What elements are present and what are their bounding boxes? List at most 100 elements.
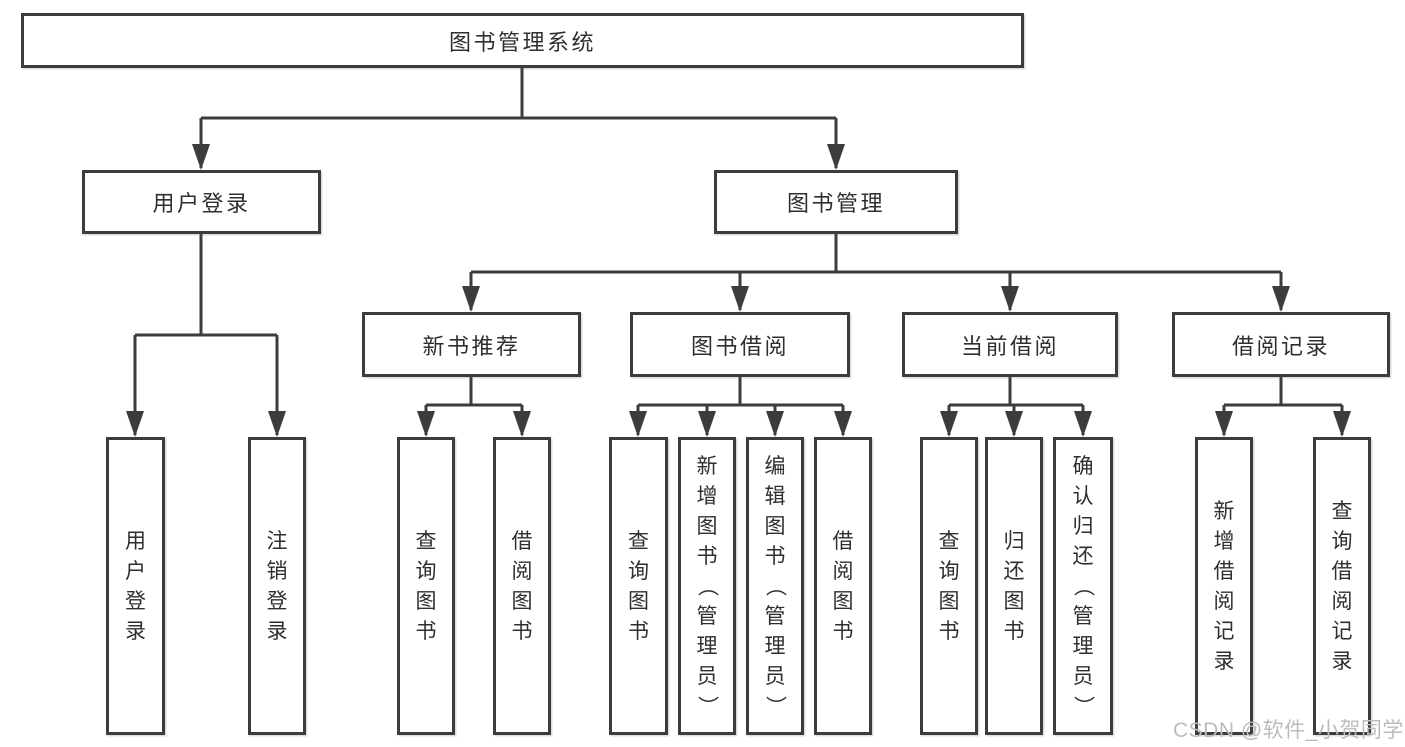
vertical-label-char: 录 xyxy=(1213,649,1235,673)
arrowhead-icon xyxy=(462,286,480,312)
node-label: 用户登录 xyxy=(125,526,146,646)
vertical-label-char: 书 xyxy=(696,544,718,568)
arrowhead-icon xyxy=(126,411,144,437)
vertical-label-char: 新 xyxy=(1213,499,1235,523)
vertical-label-char: （ xyxy=(695,575,719,597)
vertical-label-char: 员 xyxy=(764,664,786,688)
vertical-label-char: 注 xyxy=(266,529,288,553)
arrowhead-icon xyxy=(731,286,749,312)
arrowhead-icon xyxy=(1272,286,1290,312)
vertical-label-char: 借 xyxy=(832,529,854,553)
vertical-label-char: ） xyxy=(763,695,787,717)
node-label: 确认归还（管理员） xyxy=(1072,451,1095,721)
vertical-label-char: 用 xyxy=(125,529,146,553)
vertical-label-char: 书 xyxy=(938,619,960,643)
connector-borrowing-records xyxy=(1222,377,1344,435)
vertical-label-char: 录 xyxy=(266,619,288,643)
node-leaf-query-books-current: 查询图书 xyxy=(920,437,978,735)
vertical-label-char: 辑 xyxy=(764,484,786,508)
node-label: 借阅记录 xyxy=(1231,333,1330,359)
node-label: 注销登录 xyxy=(267,526,288,646)
node-label: 图书管理系统 xyxy=(448,29,596,55)
vertical-label-char: 还 xyxy=(1072,544,1094,568)
vertical-label-char: 归 xyxy=(1003,529,1025,553)
node-book-management: 图书管理 xyxy=(714,170,958,234)
node-leaf-query-borrow-record: 查询借阅记录 xyxy=(1313,437,1371,735)
vertical-label-char: 借 xyxy=(1213,559,1235,583)
node-book-borrowing: 图书借阅 xyxy=(630,312,850,377)
arrowhead-icon xyxy=(1005,411,1023,437)
arrowhead-icon xyxy=(417,411,435,437)
arrowhead-icon xyxy=(1333,411,1351,437)
arrowhead-icon xyxy=(940,411,958,437)
node-label: 查询图书 xyxy=(628,526,649,646)
vertical-label-char: 阅 xyxy=(832,559,854,583)
vertical-label-char: 理 xyxy=(696,634,718,658)
vertical-label-char: 户 xyxy=(125,559,146,583)
arrowhead-icon xyxy=(834,411,852,437)
node-label: 图书管理 xyxy=(786,191,885,216)
node-leaf-query-books-borrow: 查询图书 xyxy=(609,437,668,735)
vertical-label-char: 管 xyxy=(764,604,786,628)
watermark: CSDN @软件_小贺同学 xyxy=(1173,719,1404,742)
vertical-label-char: 认 xyxy=(1072,484,1094,508)
vertical-label-char: 图 xyxy=(696,514,718,538)
node-leaf-borrow-books-borrow: 借阅图书 xyxy=(814,437,872,735)
vertical-label-char: 管 xyxy=(696,604,718,628)
node-label: 查询图书 xyxy=(416,526,437,646)
arrowhead-icon xyxy=(1074,411,1092,437)
node-label: 归还图书 xyxy=(1004,526,1025,646)
arrowhead-icon xyxy=(513,411,531,437)
vertical-label-char: 图 xyxy=(628,589,649,613)
vertical-label-char: 记 xyxy=(1213,619,1235,643)
vertical-label-char: 查 xyxy=(415,529,437,553)
vertical-label-char: 归 xyxy=(1072,514,1094,538)
node-current-borrowing: 当前借阅 xyxy=(902,312,1118,377)
connector-book-management xyxy=(469,234,1283,310)
vertical-label-char: 确 xyxy=(1072,454,1094,478)
arrowhead-icon xyxy=(629,411,647,437)
vertical-label-char: 询 xyxy=(415,559,437,583)
connector-root xyxy=(199,68,838,168)
connector-new-book-recommendation xyxy=(424,377,524,435)
vertical-label-char: 书 xyxy=(415,619,437,643)
node-leaf-add-book-admin: 新增图书（管理员） xyxy=(678,437,736,735)
vertical-label-char: ） xyxy=(695,695,719,717)
vertical-label-char: ） xyxy=(1071,695,1095,717)
vertical-label-char: 编 xyxy=(764,454,786,478)
vertical-label-char: 询 xyxy=(628,559,649,583)
vertical-label-char: 图 xyxy=(832,589,854,613)
node-leaf-add-borrow-record: 新增借阅记录 xyxy=(1195,437,1253,735)
node-borrowing-records: 借阅记录 xyxy=(1172,312,1390,377)
vertical-label-char: 询 xyxy=(1331,529,1353,553)
vertical-label-char: 员 xyxy=(1072,664,1094,688)
node-label: 图书借阅 xyxy=(690,333,789,359)
node-label: 借阅图书 xyxy=(833,526,854,646)
vertical-label-char: 查 xyxy=(938,529,960,553)
arrowhead-icon xyxy=(766,411,784,437)
node-label: 查询借阅记录 xyxy=(1332,496,1353,676)
node-leaf-user-login: 用户登录 xyxy=(106,437,165,735)
vertical-label-char: 管 xyxy=(1072,604,1094,628)
vertical-label-char: 借 xyxy=(1331,559,1353,583)
vertical-label-char: 新 xyxy=(696,454,718,478)
node-leaf-confirm-return-admin: 确认归还（管理员） xyxy=(1053,437,1113,735)
vertical-label-char: 书 xyxy=(628,619,649,643)
vertical-label-char: 书 xyxy=(832,619,854,643)
vertical-label-char: 增 xyxy=(1213,529,1235,553)
node-leaf-logout-login: 注销登录 xyxy=(248,437,306,735)
vertical-label-char: 记 xyxy=(1331,619,1353,643)
vertical-label-char: 录 xyxy=(125,619,146,643)
vertical-label-char: 阅 xyxy=(511,559,533,583)
vertical-label-char: 登 xyxy=(266,589,288,613)
node-new-book-recommendation: 新书推荐 xyxy=(362,312,581,377)
vertical-label-char: 阅 xyxy=(1331,589,1353,613)
arrowhead-icon xyxy=(192,144,210,170)
node-label: 新增图书（管理员） xyxy=(696,451,719,721)
vertical-label-char: 图 xyxy=(938,589,960,613)
vertical-label-char: 登 xyxy=(125,589,146,613)
vertical-label-char: 书 xyxy=(764,544,786,568)
node-leaf-query-books-recommend: 查询图书 xyxy=(397,437,455,735)
